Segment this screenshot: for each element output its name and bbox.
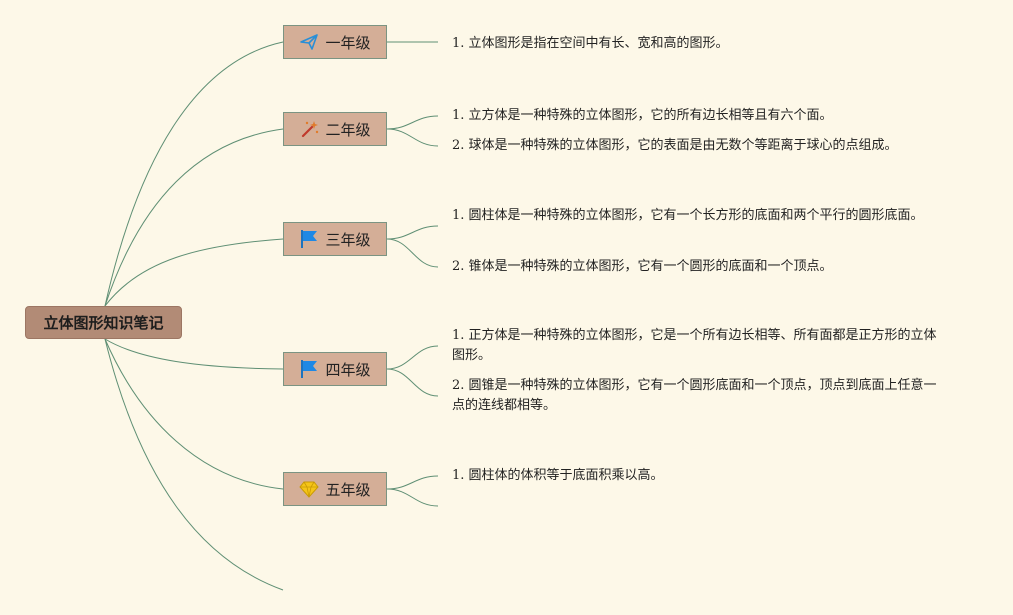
branch-grade-2[interactable]: 二年级 — [283, 112, 387, 146]
connector-root-6 — [104, 338, 284, 591]
note-grade-5-1: 1. 圆柱体的体积等于底面积乘以高。 — [452, 468, 664, 483]
connector-root-2 — [104, 128, 284, 307]
connector-root-4 — [104, 338, 284, 370]
connector-root-3 — [104, 238, 284, 307]
connector-b4-n1 — [386, 345, 439, 370]
connector-b2-n1 — [386, 115, 439, 130]
branch-label: 四年级 — [325, 360, 371, 379]
branch-label: 二年级 — [325, 120, 371, 139]
connector-b5-n2 — [386, 488, 439, 507]
note-grade-2-2: 2. 球体是一种特殊的立体图形，它的表面是由无数个等距离于球心的点组成。 — [452, 138, 898, 153]
branch-label: 三年级 — [325, 230, 371, 249]
branch-grade-1[interactable]: 一年级 — [283, 25, 387, 59]
branch-grade-4[interactable]: 四年级 — [283, 352, 387, 386]
connector-b5-n1 — [386, 475, 439, 490]
branch-grade-3[interactable]: 三年级 — [283, 222, 387, 256]
connector-root-1 — [104, 41, 284, 307]
connector-b4-n2 — [386, 368, 439, 397]
diamond-icon — [299, 479, 320, 499]
note-grade-3-2: 2. 锥体是一种特殊的立体图形，它有一个圆形的底面和一个顶点。 — [452, 259, 833, 274]
paper-plane-icon — [299, 32, 319, 52]
root-topic[interactable]: 立体图形知识笔记 — [25, 306, 182, 339]
note-grade-4-2: 2. 圆锥是一种特殊的立体图形，它有一个圆形底面和一个顶点，顶点到底面上任意一点… — [452, 378, 937, 413]
connector-root-5 — [104, 338, 284, 490]
note-grade-2-1: 1. 立方体是一种特殊的立体图形，它的所有边长相等且有六个面。 — [452, 108, 833, 123]
flag-icon — [299, 229, 319, 249]
connector-b2-n2 — [386, 128, 439, 147]
flag-icon — [299, 359, 319, 379]
note-grade-3-1: 1. 圆柱体是一种特殊的立体图形，它有一个长方形的底面和两个平行的圆形底面。 — [452, 208, 924, 223]
branch-grade-5[interactable]: 五年级 — [283, 472, 387, 506]
connector-b3-n1 — [386, 225, 439, 240]
note-grade-1-1: 1. 立体图形是指在空间中有长、宽和高的图形。 — [452, 36, 729, 51]
connector-b3-n2 — [386, 238, 439, 268]
branch-label: 五年级 — [325, 480, 371, 499]
note-grade-4-1: 1. 正方体是一种特殊的立体图形，它是一个所有边长相等、所有面都是正方形的立体图… — [452, 328, 937, 363]
magic-wand-icon — [299, 119, 319, 139]
branch-label: 一年级 — [325, 33, 371, 52]
